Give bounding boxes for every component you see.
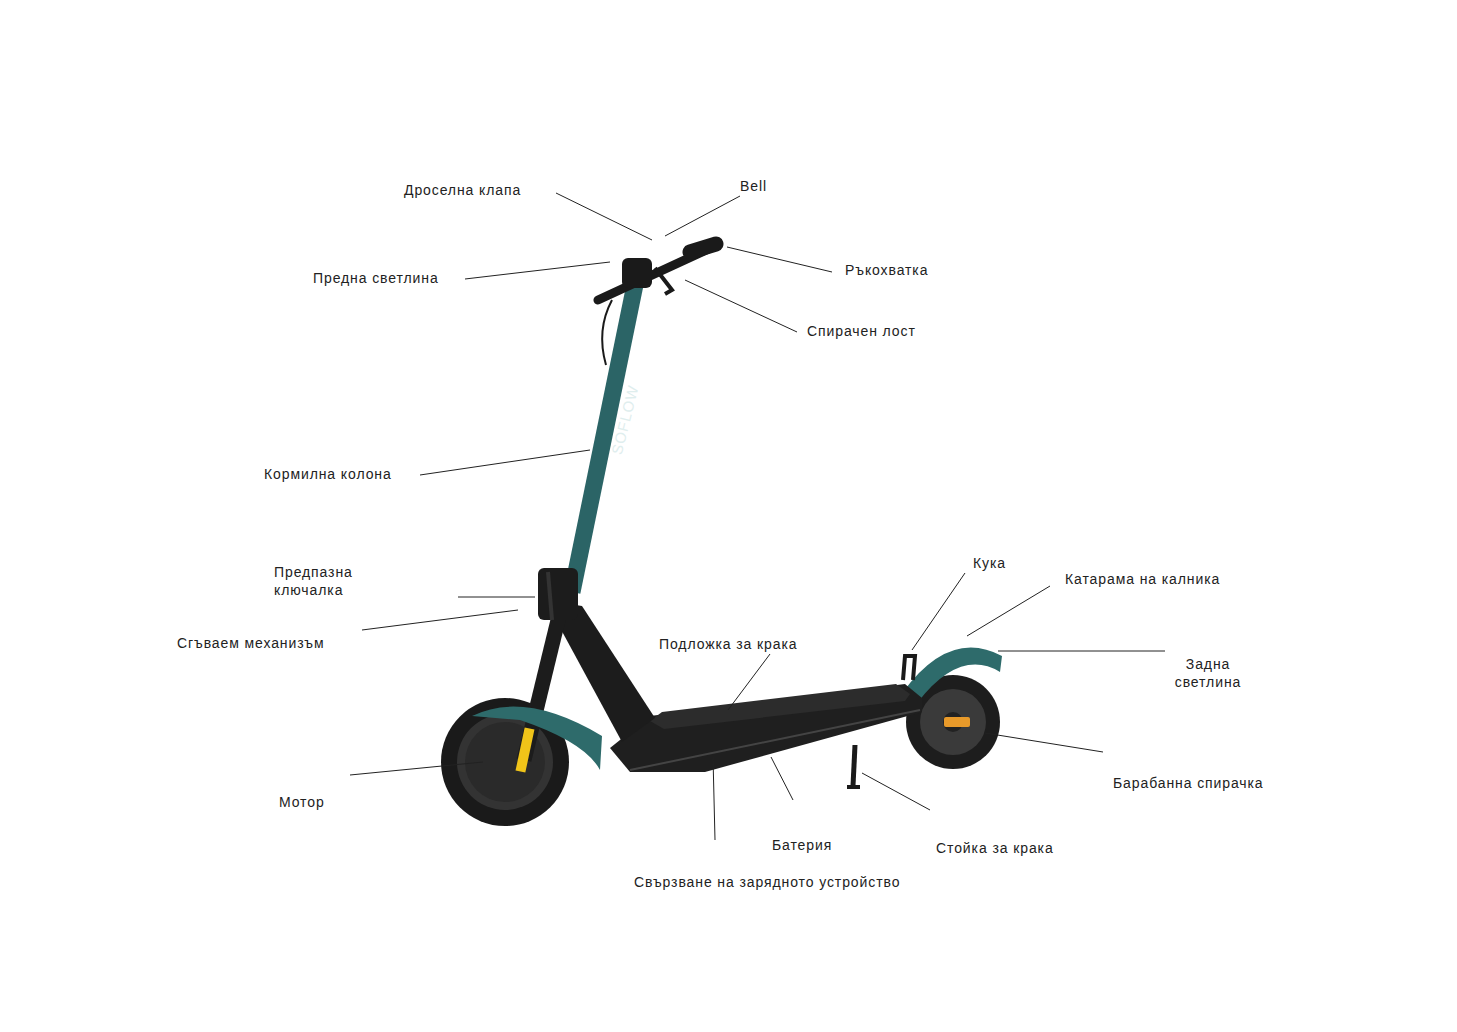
part-label: Катарама на калника (1065, 570, 1220, 588)
part-label: Барабанна спирачка (1113, 774, 1264, 792)
part-label: Задна светлина (1160, 655, 1256, 691)
part-label: Bell (740, 177, 767, 195)
part-label: Мотор (279, 793, 325, 811)
part-label: Стойка за крака (936, 839, 1054, 857)
part-label: Предпазна ключалка (274, 563, 394, 599)
part-label: Предна светлина (313, 269, 439, 287)
part-label: Кука (973, 554, 1006, 572)
part-label: Спирачен лост (807, 322, 916, 340)
part-label: Ръкохватка (845, 261, 928, 279)
part-label: Дроселна клапа (404, 181, 521, 199)
part-label: Батерия (772, 836, 832, 854)
leader-lines (350, 193, 1165, 840)
part-label: Подложка за крака (659, 635, 797, 653)
part-label: Кормилна колона (264, 465, 392, 483)
part-label: Свързване на зарядното устройство (634, 873, 900, 891)
part-label: Сгъваем механизъм (177, 634, 324, 652)
